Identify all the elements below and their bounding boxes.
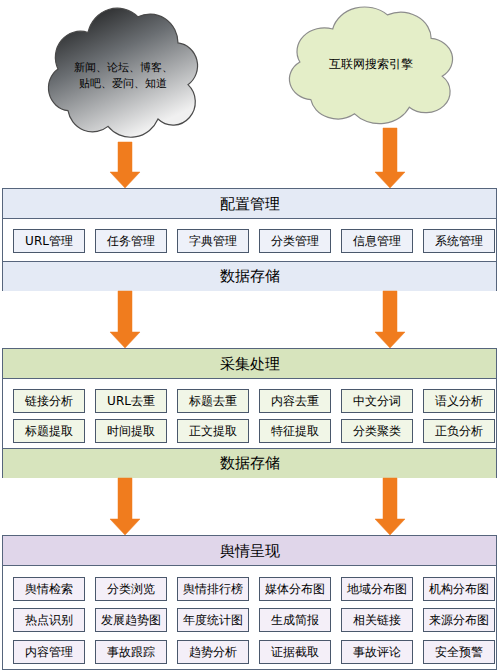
flow-arrow	[375, 291, 405, 348]
band-label: 数据存储	[3, 449, 496, 478]
function-label: 标题去重	[178, 390, 248, 412]
function-box: 系统管理	[423, 229, 495, 253]
function-box: 分类浏览	[95, 577, 167, 601]
function-box: 特征提取	[259, 419, 331, 443]
function-box: 中文分词	[341, 389, 413, 413]
flow-arrow	[375, 478, 405, 535]
function-label: 信息管理	[342, 230, 412, 252]
function-box: 事故跟踪	[95, 640, 167, 664]
layer-panel: 配置管理 URL管理任务管理字典管理分类管理信息管理系统管理数据存储	[2, 188, 497, 291]
function-label: 字典管理	[178, 230, 248, 252]
function-box: 发展趋势图	[95, 608, 167, 632]
function-box: 分类管理	[259, 229, 331, 253]
function-label: 舆情排行榜	[178, 578, 248, 600]
function-label: 链接分析	[14, 390, 84, 412]
storage-band: 数据存储	[3, 261, 496, 291]
function-box: 正文提取	[177, 419, 249, 443]
function-label: 标题提取	[14, 420, 84, 442]
function-label: URL管理	[14, 230, 84, 252]
cloud-outline	[289, 7, 452, 124]
function-box: URL管理	[13, 229, 85, 253]
function-label: 证据截取	[260, 641, 330, 663]
storage-band: 数据存储	[3, 448, 496, 478]
layer-heading: 配置管理	[3, 189, 496, 219]
function-box: 热点识别	[13, 608, 85, 632]
function-label: 生成简报	[260, 609, 330, 631]
function-label: 内容去重	[260, 390, 330, 412]
function-box: 内容去重	[259, 389, 331, 413]
function-label: 分类聚类	[342, 420, 412, 442]
function-label: 媒体分布图	[260, 578, 330, 600]
function-box: 来源分布图	[423, 608, 495, 632]
function-label: 系统管理	[424, 230, 494, 252]
function-box: 年度统计图	[177, 608, 249, 632]
function-box: 趋势分析	[177, 640, 249, 664]
function-label: 中文分词	[342, 390, 412, 412]
function-box: 舆情检索	[13, 577, 85, 601]
source-cloud: 互联网搜索引擎	[278, 0, 464, 128]
function-box: 语义分析	[423, 389, 495, 413]
function-label: 安全预警	[424, 641, 494, 663]
function-box: 机构分布图	[423, 577, 495, 601]
function-label: 正文提取	[178, 420, 248, 442]
function-box: 信息管理	[341, 229, 413, 253]
source-cloud: 新闻、论坛、博客、贴吧、爱问、知道	[38, 0, 208, 142]
function-label: 语义分析	[424, 390, 494, 412]
cloud-label: 新闻、论坛、博客、贴吧、爱问、知道	[71, 60, 175, 92]
function-box: 标题提取	[13, 419, 85, 443]
function-label: 发展趋势图	[96, 609, 166, 631]
flow-arrow	[375, 128, 405, 188]
function-box: 链接分析	[13, 389, 85, 413]
function-label: 趋势分析	[178, 641, 248, 663]
function-label: 任务管理	[96, 230, 166, 252]
function-label: 地域分布图	[342, 578, 412, 600]
function-box: 标题去重	[177, 389, 249, 413]
flow-arrow	[110, 291, 140, 348]
function-box: 安全预警	[423, 640, 495, 664]
function-label: 相关链接	[342, 609, 412, 631]
function-label: 内容管理	[14, 641, 84, 663]
function-box: URL去重	[95, 389, 167, 413]
cloud-outline	[48, 8, 197, 137]
function-box: 字典管理	[177, 229, 249, 253]
flow-arrow	[110, 142, 140, 188]
layer-heading: 采集处理	[3, 349, 496, 379]
function-box: 正负分析	[423, 419, 495, 443]
function-box: 相关链接	[341, 608, 413, 632]
function-box: 时间提取	[95, 419, 167, 443]
function-label: URL去重	[96, 390, 166, 412]
function-box: 内容管理	[13, 640, 85, 664]
function-box: 事故评论	[341, 640, 413, 664]
layer-heading: 舆情呈现	[3, 536, 496, 566]
cloud-label: 互联网搜索引擎	[298, 56, 444, 72]
function-box: 任务管理	[95, 229, 167, 253]
band-label: 数据存储	[3, 262, 496, 291]
function-label: 分类管理	[260, 230, 330, 252]
function-box: 证据截取	[259, 640, 331, 664]
function-box: 舆情排行榜	[177, 577, 249, 601]
function-label: 特征提取	[260, 420, 330, 442]
function-label: 热点识别	[14, 609, 84, 631]
function-box: 生成简报	[259, 608, 331, 632]
function-label: 正负分析	[424, 420, 494, 442]
function-box: 分类聚类	[341, 419, 413, 443]
function-label: 时间提取	[96, 420, 166, 442]
function-label: 来源分布图	[424, 609, 494, 631]
function-label: 机构分布图	[424, 578, 494, 600]
function-label: 分类浏览	[96, 578, 166, 600]
function-label: 年度统计图	[178, 609, 248, 631]
layer-panel: 舆情呈现舆情检索分类浏览舆情排行榜媒体分布图地域分布图机构分布图热点识别发展趋势…	[2, 535, 497, 670]
function-box: 地域分布图	[341, 577, 413, 601]
function-box: 媒体分布图	[259, 577, 331, 601]
layer-panel: 采集处理链接分析 URL去重标题去重内容去重中文分词语义分析标题提取时间提取正文提…	[2, 348, 497, 478]
function-label: 事故评论	[342, 641, 412, 663]
function-label: 事故跟踪	[96, 641, 166, 663]
flow-arrow	[110, 478, 140, 535]
function-label: 舆情检索	[14, 578, 84, 600]
